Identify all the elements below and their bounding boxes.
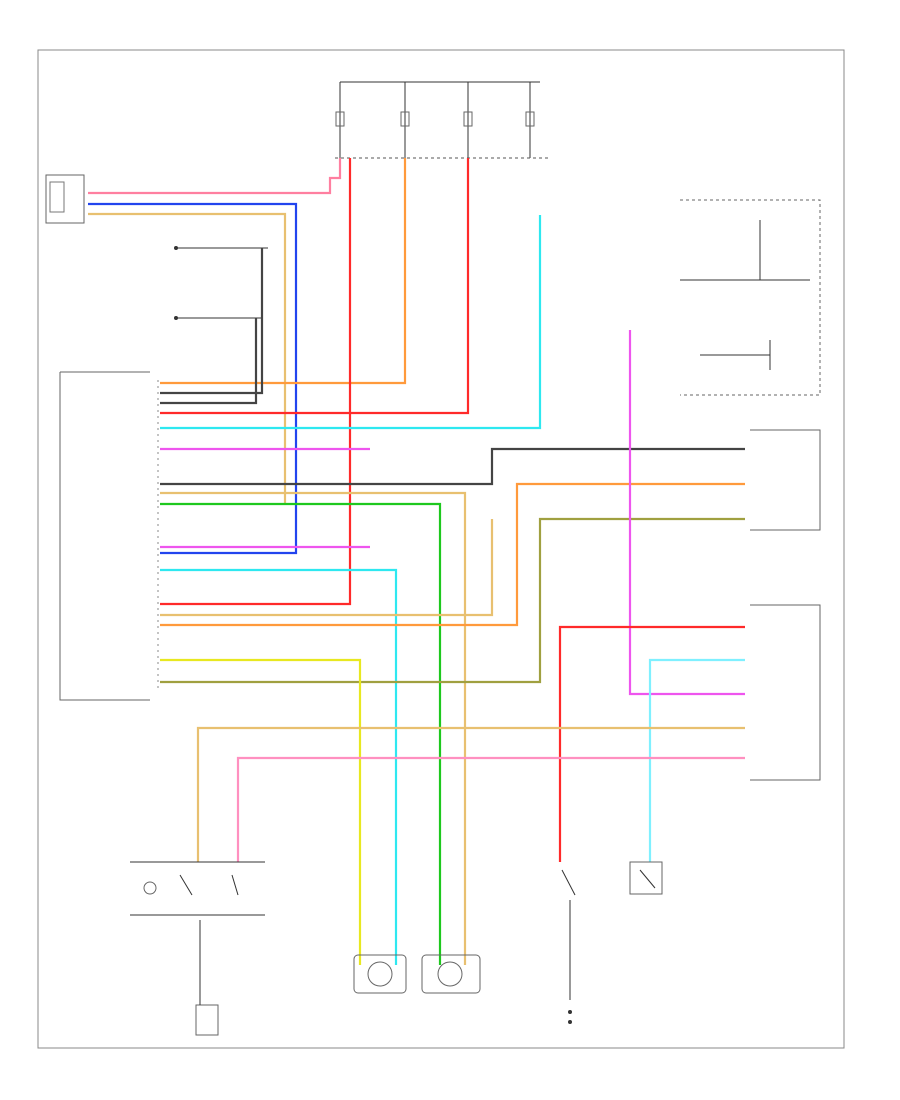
wire-cyan-low: [648, 658, 745, 862]
wire-pink-low: [236, 756, 745, 862]
wire-gray-1: [160, 248, 264, 395]
wire-green: [160, 502, 442, 965]
wire-tan-3: [160, 519, 494, 617]
right-top-component: [680, 199, 821, 396]
wire-cyan-top: [160, 215, 542, 430]
wire-red-low: [558, 625, 745, 862]
wire-magenta-3: [628, 330, 745, 696]
control-module: [59, 371, 159, 701]
diagram-frame: [37, 49, 845, 1049]
ground-switch-1: [174, 246, 268, 320]
wire-gray-3: [160, 447, 745, 486]
brake-fluid-switch: [561, 869, 576, 1024]
left-sensor-module: [45, 174, 85, 224]
fluid-level-switch: [629, 861, 663, 895]
left-wheel-sensor: [353, 954, 407, 994]
wire-orange-1: [88, 212, 287, 505]
wire-tan-2: [160, 491, 467, 965]
wire-yellow: [160, 658, 362, 965]
ground-connector-left: [195, 920, 219, 1036]
wire-group: [88, 158, 745, 965]
wire-pink-top: [88, 158, 342, 195]
wire-blue-1: [88, 202, 298, 555]
wire-red-top: [160, 158, 470, 415]
fuse-block: [335, 81, 548, 159]
wire-olive: [160, 517, 745, 684]
right-wheel-sensor: [421, 954, 481, 994]
wire-orange-top: [160, 158, 407, 385]
right-lower-component: [750, 604, 821, 781]
wire-cyan-2: [160, 568, 398, 965]
brake-switch: [130, 861, 265, 916]
right-mid-component: [750, 429, 821, 531]
wire-gray-2: [160, 318, 258, 405]
wire-red-main: [160, 158, 352, 606]
wire-tan-low: [196, 726, 745, 862]
